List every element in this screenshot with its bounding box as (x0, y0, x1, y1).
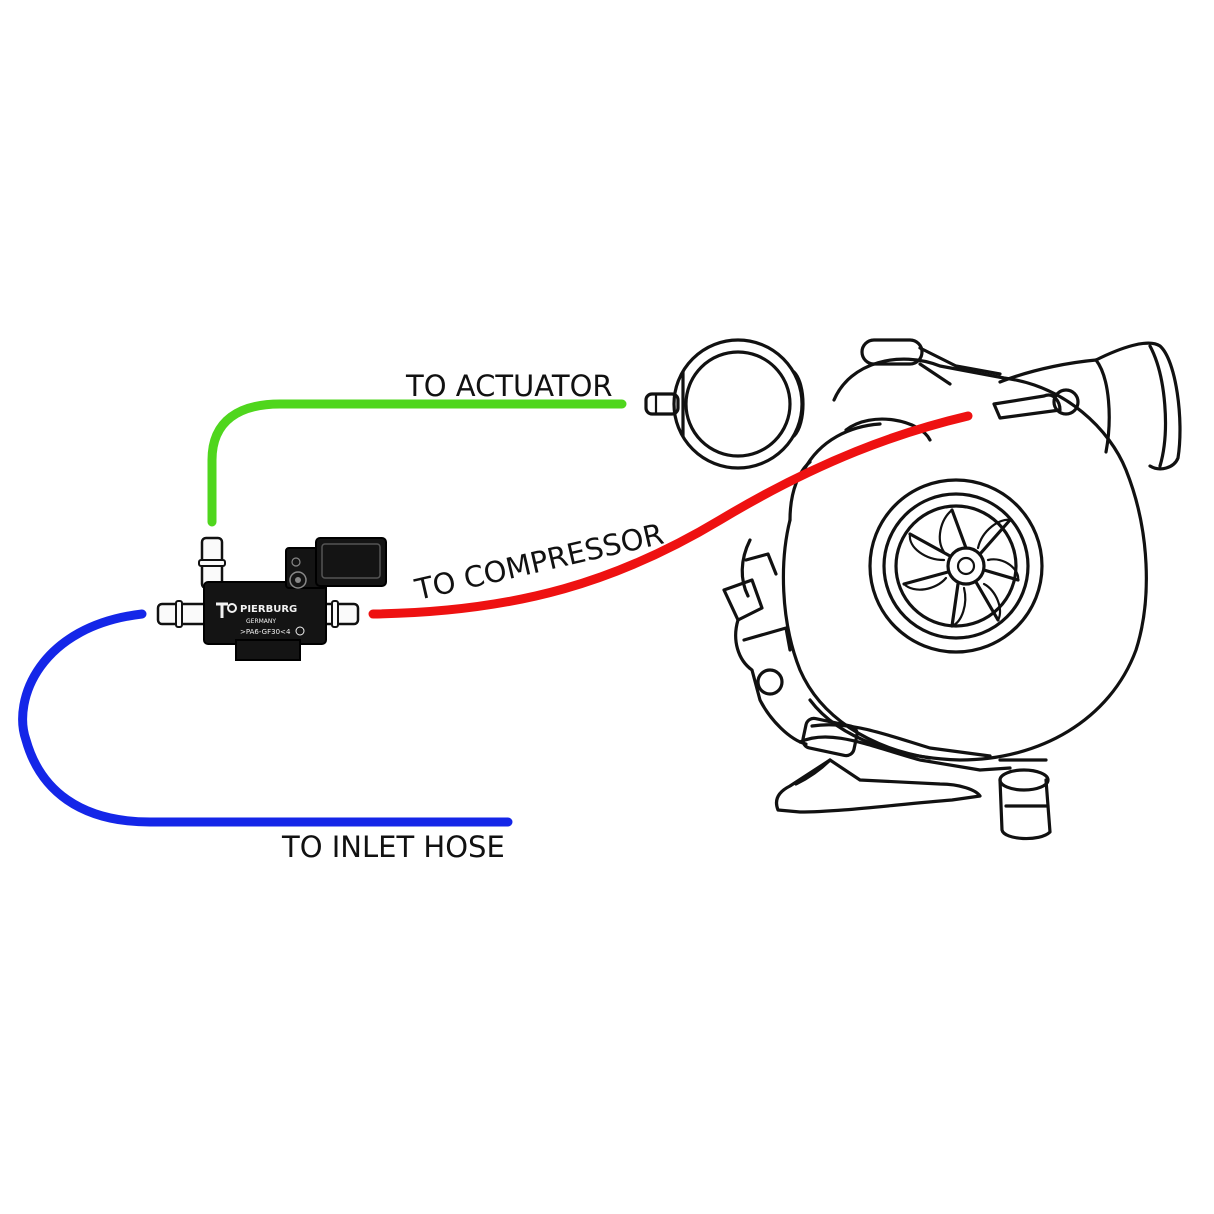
turbine-flange (774, 758, 982, 814)
compressor-wheel (902, 508, 1020, 628)
oil-line (798, 716, 1012, 772)
valve-mark: 4 (286, 628, 291, 636)
coolant-pipe-bottom (998, 758, 1052, 841)
boost-control-solenoid-icon: PIERBURG GERMANY >PA6-GF30< 4 (156, 536, 387, 661)
compressor-housing (781, 357, 1148, 762)
center-housing (722, 538, 808, 746)
inlet-hose (18, 609, 513, 827)
coolant-pipe-top (860, 338, 1002, 386)
compressor-hose (368, 411, 973, 619)
actuator-canister (644, 338, 805, 470)
label-to-inlet-hose: TO INLET HOSE (281, 830, 505, 864)
compressor-outlet (992, 341, 1182, 471)
label-to-actuator: TO ACTUATOR (405, 369, 613, 403)
turbocharger-icon (644, 338, 1182, 841)
valve-country: GERMANY (246, 618, 276, 625)
valve-brand: PIERBURG (240, 604, 297, 615)
valve-part: >PA6-GF30< (240, 628, 286, 636)
actuator-hose (207, 399, 627, 527)
